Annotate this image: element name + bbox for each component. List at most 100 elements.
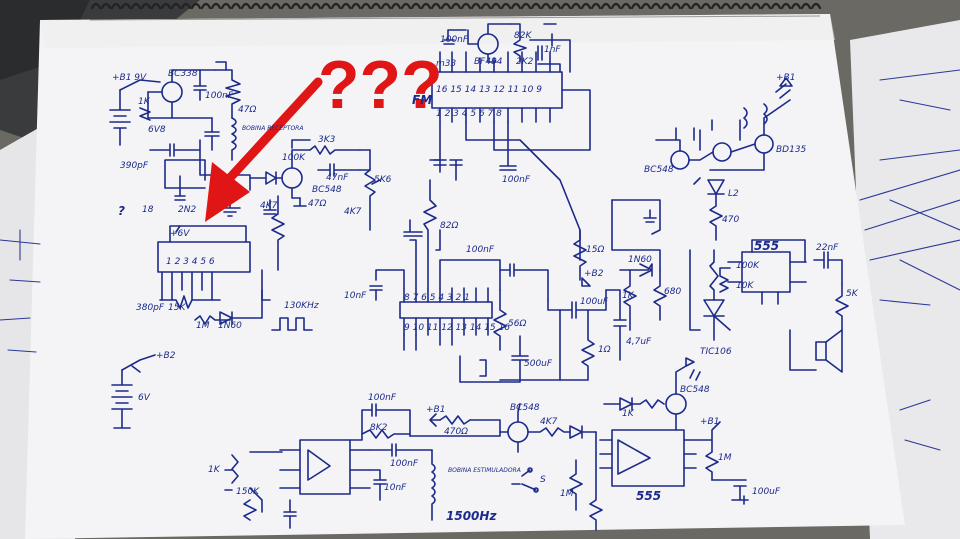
label-res-1m-c: 1M	[560, 489, 574, 499]
label-cap-2n2: 2N2	[178, 205, 196, 215]
label-res-47r: 47Ω	[308, 199, 326, 209]
label-switch-s: S	[540, 475, 546, 485]
label-diode-1n60-b: 1N60	[628, 255, 652, 265]
label-res-4k7-a: 4K7	[260, 201, 278, 211]
label-res-4k7-c: 4K7	[540, 417, 558, 427]
question-marks-text: ???	[318, 47, 443, 123]
label-cap-47uf: 4,7uF	[626, 337, 652, 347]
stimulator-circuit	[224, 403, 501, 529]
output-stage-circuit	[559, 229, 627, 381]
label-res-56r: 56Ω	[508, 319, 526, 329]
label-cap-100uf: 100uF	[580, 297, 609, 307]
label-cap-100nf-b: 100nF	[440, 35, 469, 45]
label-res-1k-a: 1K	[138, 97, 151, 107]
side-sheet-scribbles	[0, 69, 960, 451]
label-cap-500uf: 500uF	[524, 359, 553, 369]
label-res-5k: 5K	[846, 289, 859, 299]
red-annotation: ???	[205, 47, 443, 222]
svg-text:8 7 6 5 4 3 2 1: 8 7 6 5 4 3 2 1	[404, 293, 470, 303]
label-zener-6v8: 6V8	[148, 125, 166, 135]
label-bf494: BF494	[474, 57, 503, 67]
label-cap-100uf-b: 100uF	[752, 487, 781, 497]
center-ic-circuit: 8 7 6 5 4 3 2 1 9 10 11 12 13 14 15 16	[369, 179, 561, 383]
label-power-b2-left: +B2	[156, 351, 176, 361]
label-bc338: BC338	[168, 69, 198, 79]
svg-text:9 10 11 12 13 14 15 16: 9 10 11 12 13 14 15 16	[404, 323, 510, 333]
label-cap-100nf-f: 100nF	[390, 459, 419, 469]
spiral-binding	[90, 2, 822, 10]
label-question-18: 18	[142, 205, 154, 215]
label-cap-380pf: 380pF	[136, 303, 165, 313]
red-arrow-shaft	[223, 77, 323, 185]
left-battery-b2	[111, 354, 156, 429]
label-res-82k: 82K	[514, 31, 532, 41]
label-bd135: BD135	[776, 145, 807, 155]
label-res-1k-d: 1K	[622, 409, 635, 419]
schematic-labels: +B1 9V BC338 100nF 47Ω BOBINA RECEPTORA …	[112, 31, 859, 523]
label-led-l2: L2	[728, 189, 739, 199]
label-res-1m-b: 1M	[718, 453, 732, 463]
label-bc548-bot2: BC548	[680, 385, 710, 395]
left-detector-circuit: 1 2 3 4 5 6	[157, 225, 313, 331]
label-cap-1n: 1nF	[544, 45, 561, 55]
label-res-47: 47Ω	[238, 105, 256, 115]
label-res-15r: 15Ω	[586, 245, 604, 255]
label-power-b1-bottom2: +B1	[700, 417, 719, 427]
trigger-circuit	[611, 199, 731, 341]
label-bobina-receptora: BOBINA RECEPTORA	[242, 125, 303, 132]
label-power-b2-mid: +B2	[584, 269, 604, 279]
label-power-top-left: +B1 9V	[112, 73, 147, 83]
label-cap-390pf: 390pF	[120, 161, 149, 171]
label-res-1r: 1Ω	[598, 345, 611, 355]
label-power-b1-right: +B1	[776, 73, 795, 83]
label-ic-555-top: 555	[754, 239, 779, 253]
label-res-2k2: 2K2	[516, 57, 534, 67]
label-res-3k3: 3K3	[318, 135, 336, 145]
label-res-10k: 10K	[736, 281, 754, 291]
label-cap-10nf-b: 10nF	[384, 483, 407, 493]
label-cap-100nf-c: 100nF	[502, 175, 531, 185]
label-res-15k: 15K	[168, 303, 186, 313]
svg-text:1 2 3 4 5 6: 1 2 3 4 5 6	[166, 257, 215, 267]
label-diode-1n60: 1N60	[218, 321, 242, 331]
label-res-5k6: 5K6	[374, 175, 392, 185]
label-bobina-estimuladora: BOBINA ESTIMULADORA	[448, 467, 521, 474]
label-res-150k: 150K	[236, 487, 260, 497]
amp-stage-circuit	[249, 139, 381, 271]
label-ic-fm: FM	[412, 93, 432, 107]
label-bc548-mid: BC548	[312, 185, 342, 195]
label-plus-6v: +6V	[170, 229, 190, 239]
label-res-8k2: 8K2	[370, 423, 388, 433]
label-cap-100nf-d: 100nF	[466, 245, 495, 255]
label-cap-10nf-a: 10nF	[344, 291, 367, 301]
red-arrow-head-icon	[205, 162, 250, 222]
label-scr-tic106: TIC106	[700, 347, 732, 357]
label-res-470r: 470Ω	[444, 427, 468, 437]
label-res-100k: 100K	[282, 153, 306, 163]
label-ic-555-bottom: 555	[636, 489, 661, 503]
label-cap-100nf-a: 100nF	[205, 91, 234, 101]
label-res-1k-c: 1K	[208, 465, 221, 475]
label-freq-1500hz: 1500Hz	[446, 509, 497, 523]
label-freq-130khz: 130KHz	[284, 301, 319, 311]
label-fm-pin-m33: m33	[436, 59, 456, 69]
label-cap-47nf: 47nF	[326, 173, 349, 183]
label-res-4k7-b: 4K7	[344, 207, 362, 217]
fm-ic-circuit: 16 15 14 13 12 11 10 9 1 2 3 4 5 6 7 8	[429, 23, 591, 261]
ic-555-bottom-circuit	[499, 357, 749, 531]
label-res-1k-b: 1K	[622, 291, 635, 301]
label-res-1m-a: 1M	[196, 321, 210, 331]
label-cap-100nf-e: 100nF	[368, 393, 397, 403]
page-holes-line	[89, 15, 821, 21]
question-mark: ?	[118, 204, 125, 218]
label-res-470: 470	[722, 215, 739, 225]
label-res-82r: 82Ω	[440, 221, 458, 231]
page-top-shade	[40, 14, 835, 48]
svg-text:1 2 3 4 5 6 7 8: 1 2 3 4 5 6 7 8	[436, 109, 502, 119]
top-right-driver-circuit	[655, 77, 793, 241]
ic-555-top-circuit	[719, 239, 849, 373]
label-bc548-bot: BC548	[510, 403, 540, 413]
fm-ic-pins: 16 15 14 13 12 11 10 9	[436, 85, 542, 95]
label-battery-6v: 6V	[138, 393, 151, 403]
